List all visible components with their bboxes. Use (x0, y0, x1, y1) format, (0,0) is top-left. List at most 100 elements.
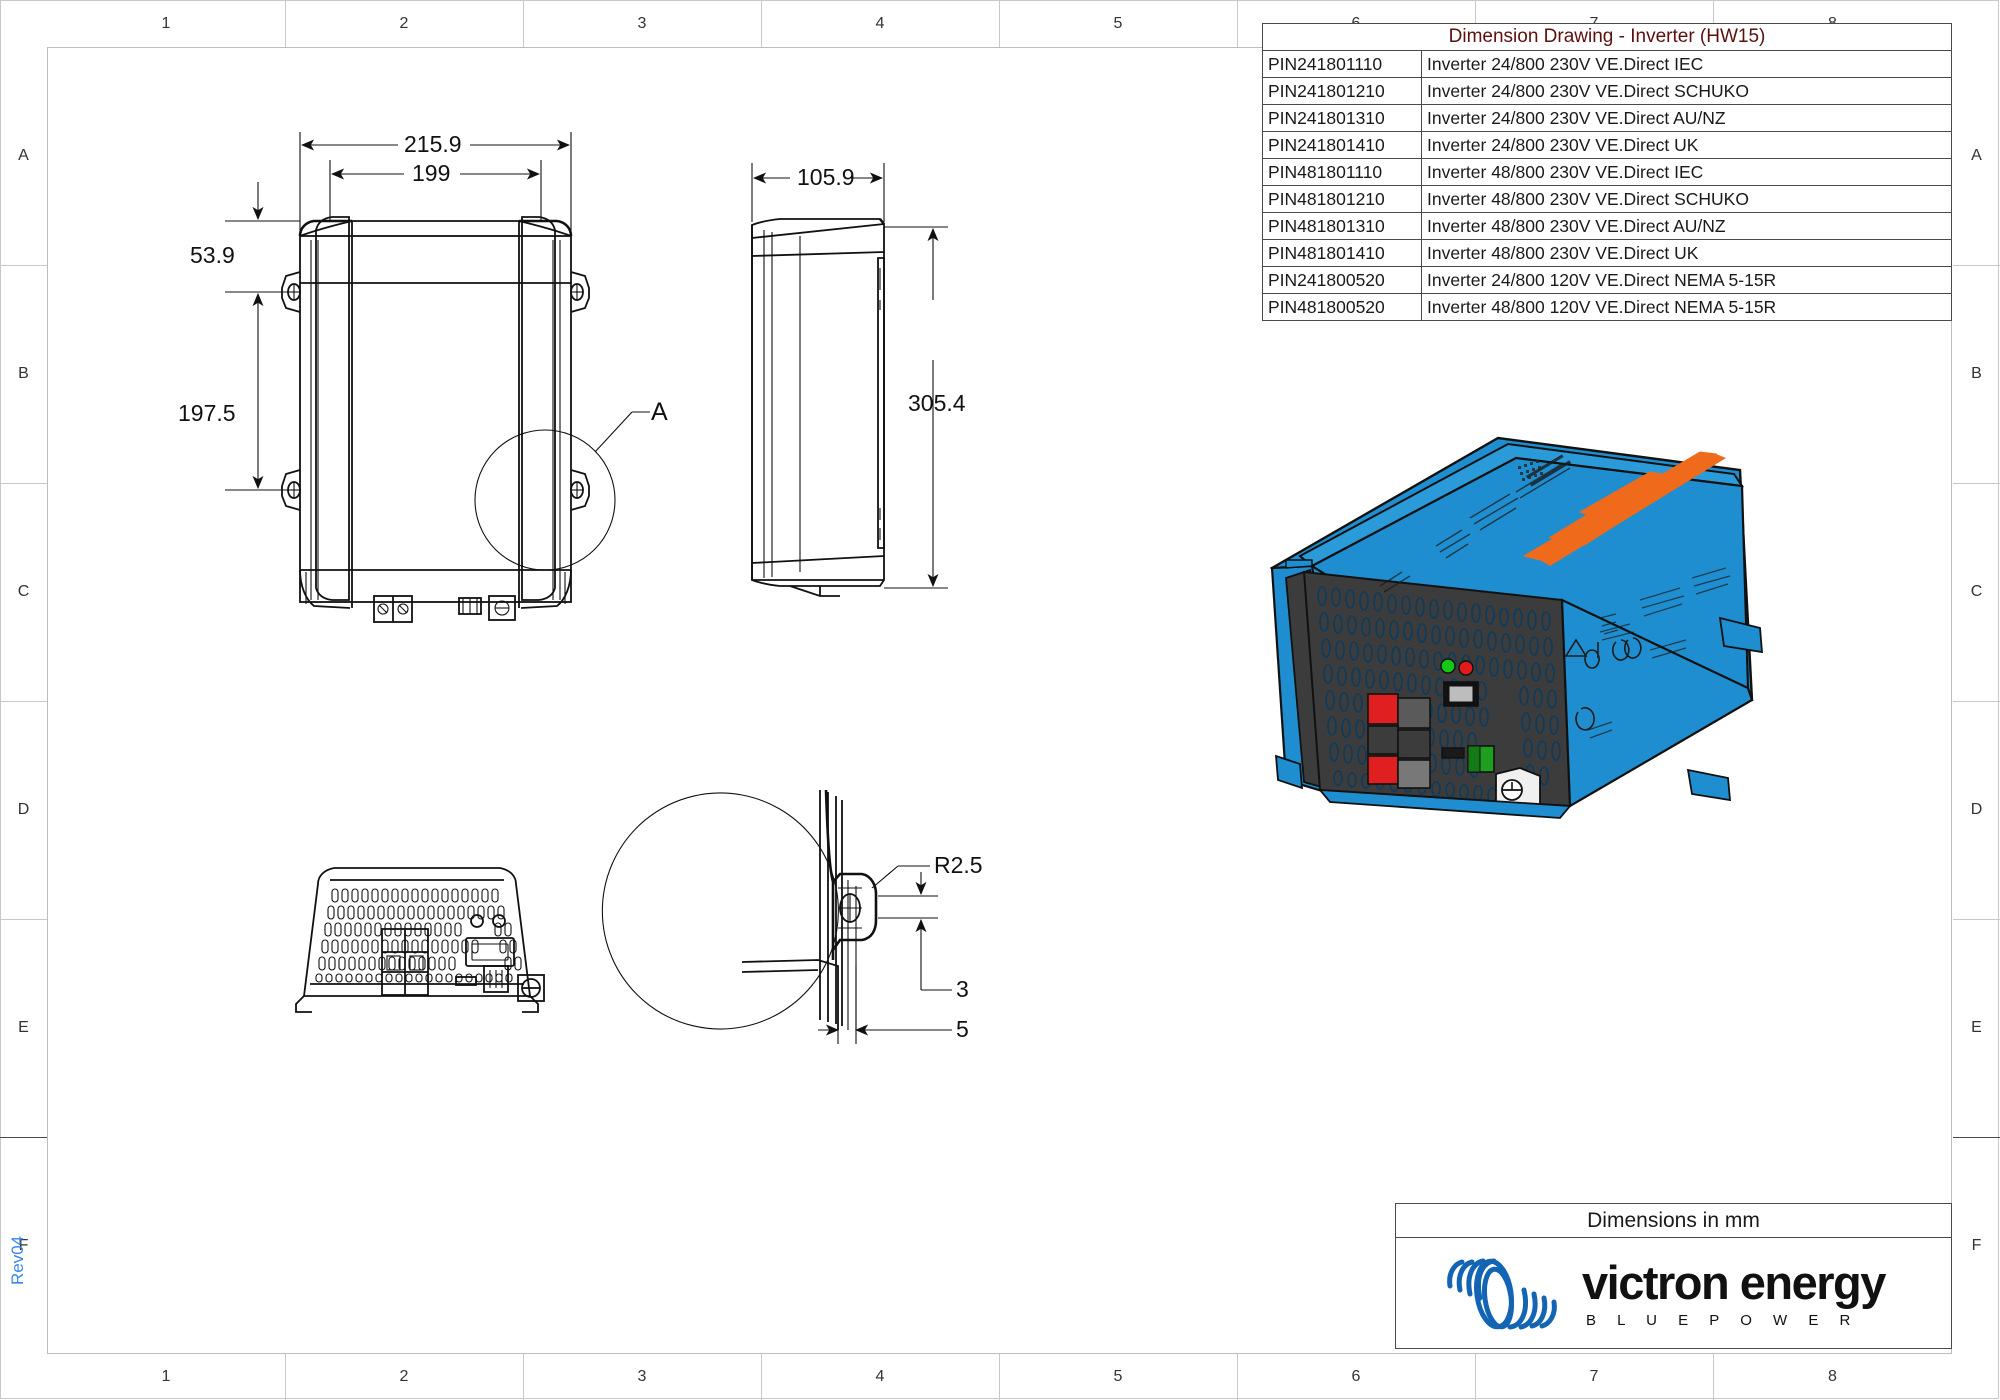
row-label-text: D (1970, 801, 1983, 818)
table-row: PIN241801310 Inverter 24/800 230V VE.Dir… (1262, 104, 1952, 132)
column-label-text: 8 (1828, 1367, 1837, 1385)
part-number: PIN481801210 (1262, 185, 1422, 213)
parts-table: Dimension Drawing - Inverter (HW15) PIN2… (1262, 23, 1952, 321)
row-label-text: D (17, 801, 30, 818)
row-label-text: B (18, 365, 29, 382)
column-label-6-bottom: 6 (1237, 1353, 1475, 1400)
title-block: Dimensions in mm (1395, 1203, 1952, 1349)
dimension-front-hole-spacing: 197.5 (178, 400, 236, 426)
part-description: Inverter 48/800 230V VE.Direct IEC (1421, 158, 1952, 186)
part-description: Inverter 48/800 230V VE.Direct AU/NZ (1421, 212, 1952, 240)
dimension-side-depth: 105.9 (797, 164, 855, 190)
brand-text: victron energy B L U E P O W E R (1582, 1256, 1886, 1329)
column-label-1: 1 (47, 0, 285, 47)
column-label-text: 1 (161, 14, 171, 32)
table-row: PIN241800520 Inverter 24/800 120V VE.Dir… (1262, 266, 1952, 294)
column-label-text: 4 (875, 1367, 885, 1385)
dimension-side-height: 305.4 (908, 390, 966, 416)
part-description: Inverter 24/800 230V VE.Direct SCHUKO (1421, 77, 1952, 105)
column-label-2-bottom: 2 (285, 1353, 523, 1400)
table-row: PIN241801410 Inverter 24/800 230V VE.Dir… (1262, 131, 1952, 159)
part-description: Inverter 24/800 230V VE.Direct UK (1421, 131, 1952, 159)
column-label-7-bottom: 7 (1475, 1353, 1713, 1400)
row-label-text: C (1970, 583, 1983, 600)
table-row: PIN481801410 Inverter 48/800 230V VE.Dir… (1262, 239, 1952, 267)
column-label-text: 2 (399, 14, 409, 32)
column-label-5-bottom: 5 (999, 1353, 1237, 1400)
part-number: PIN241801110 (1262, 50, 1422, 78)
column-label-text: 6 (1351, 1367, 1361, 1385)
column-label-text: 3 (637, 14, 647, 32)
row-label-text: F (18, 1236, 29, 1254)
column-label-2: 2 (285, 0, 523, 47)
column-label-text: 1 (161, 1367, 171, 1385)
column-label-text: 4 (875, 14, 885, 32)
row-label-B: B (0, 265, 47, 483)
table-row: PIN481801210 Inverter 48/800 230V VE.Dir… (1262, 185, 1952, 213)
dimension-front-top-offset: 53.9 (190, 242, 235, 268)
part-description: Inverter 24/800 230V VE.Direct IEC (1421, 50, 1952, 78)
units-note: Dimensions in mm (1396, 1204, 1951, 1238)
row-label-text: E (18, 1019, 29, 1036)
column-label-3-bottom: 3 (523, 1353, 761, 1400)
row-label-E: E (0, 919, 47, 1137)
column-label-4: 4 (761, 0, 999, 47)
brand-name: victron energy (1582, 1256, 1886, 1309)
column-label-text: 3 (637, 1367, 647, 1385)
dimension-front-width-overall: 215.9 (404, 131, 462, 157)
table-row: PIN481800520 Inverter 48/800 120V VE.Dir… (1262, 293, 1952, 321)
parts-table-body: Dimension Drawing - Inverter (HW15) PIN2… (1262, 23, 1952, 321)
dimension-front-width-body: 199 (412, 160, 451, 186)
table-row: PIN241801110 Inverter 24/800 230V VE.Dir… (1262, 50, 1952, 78)
column-label-5: 5 (999, 0, 1237, 47)
revision-label: Rev04 (8, 1235, 27, 1285)
dimension-detail-wall: 5 (956, 1016, 969, 1042)
row-label-text: A (1971, 147, 1982, 164)
column-label-text: 2 (399, 1367, 409, 1385)
table-row: PIN241801210 Inverter 24/800 230V VE.Dir… (1262, 77, 1952, 105)
row-label-C-right: C (1953, 483, 2000, 701)
row-label-E-right: E (1953, 919, 2000, 1137)
column-label-text: 5 (1113, 1367, 1123, 1385)
table-row: PIN481801110 Inverter 48/800 230V VE.Dir… (1262, 158, 1952, 186)
parts-table-title: Dimension Drawing - Inverter (HW15) (1262, 23, 1952, 51)
dimension-detail-slot-height: 3 (956, 976, 969, 1002)
row-label-D: D (0, 701, 47, 919)
part-description: Inverter 24/800 120V VE.Direct NEMA 5-15… (1421, 266, 1952, 294)
row-label-text: A (18, 147, 29, 164)
row-label-A: A (0, 47, 47, 265)
brand-logo: victron energy B L U E P O W E R (1396, 1238, 1951, 1350)
row-label-F: F (0, 1137, 47, 1354)
column-label-3: 3 (523, 0, 761, 47)
part-number: PIN481801310 (1262, 212, 1422, 240)
row-label-text: F (1971, 1236, 1982, 1254)
dimension-detail-radius: R2.5 (934, 852, 983, 878)
part-number: PIN241800520 (1262, 266, 1422, 294)
row-strip-left: A B C D E F (0, 47, 47, 1354)
row-label-text: B (1971, 365, 1982, 382)
brand-tagline: B L U E P O W E R (1586, 1312, 1859, 1329)
row-label-F-right: F (1953, 1137, 2000, 1354)
parts-table-header-row: Dimension Drawing - Inverter (HW15) (1262, 23, 1952, 51)
part-description: Inverter 48/800 120V VE.Direct NEMA 5-15… (1421, 293, 1952, 321)
row-label-text: C (17, 583, 30, 600)
column-label-text: 7 (1589, 1367, 1599, 1385)
table-row: PIN481801310 Inverter 48/800 230V VE.Dir… (1262, 212, 1952, 240)
detail-callout-label-a: A (651, 398, 668, 426)
row-label-B-right: B (1953, 265, 2000, 483)
row-strip-right: A B C D E F (1953, 47, 2000, 1354)
row-label-text: E (1971, 1019, 1982, 1036)
victron-swoosh-icon (1447, 1258, 1557, 1330)
part-number: PIN481801410 (1262, 239, 1422, 267)
part-number: PIN481801110 (1262, 158, 1422, 186)
column-label-1-bottom: 1 (47, 1353, 285, 1400)
column-label-4-bottom: 4 (761, 1353, 999, 1400)
part-description: Inverter 24/800 230V VE.Direct AU/NZ (1421, 104, 1952, 132)
row-label-D-right: D (1953, 701, 2000, 919)
column-label-text: 5 (1113, 14, 1123, 32)
part-number: PIN241801410 (1262, 131, 1422, 159)
part-description: Inverter 48/800 230V VE.Direct SCHUKO (1421, 185, 1952, 213)
column-strip-bottom: 1 2 3 4 5 6 7 8 (47, 1353, 1952, 1400)
part-number: PIN241801310 (1262, 104, 1422, 132)
